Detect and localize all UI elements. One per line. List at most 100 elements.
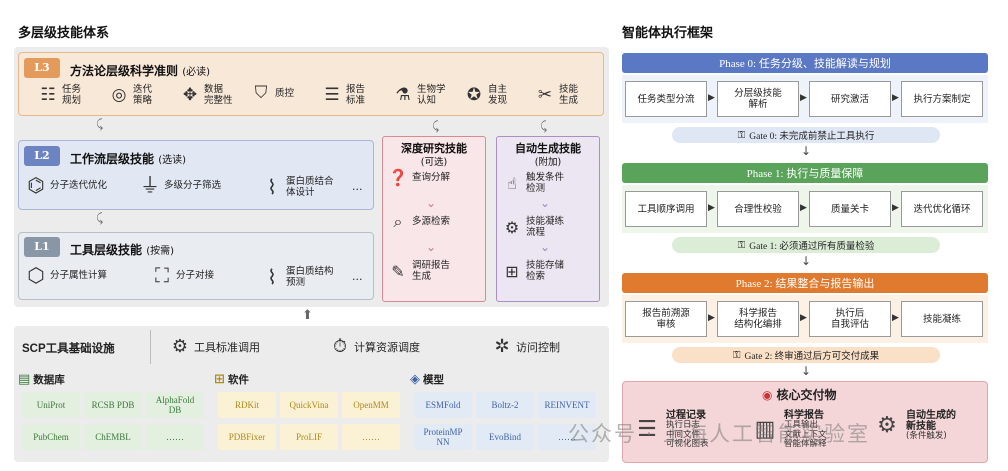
- deep_research-item-label: 调研报告生成: [412, 260, 451, 282]
- property-calc-icon: ⬡: [27, 263, 45, 287]
- phase-0-step: 分层级技能解析: [717, 81, 799, 117]
- iteration-strategy-icon: ◎: [111, 85, 127, 105]
- l2-item-label: 蛋白质结合体设计: [286, 176, 334, 198]
- l2-item: ⌬分子迭代优化: [26, 175, 108, 195]
- compute-schedule-icon: ⏱: [332, 336, 348, 357]
- l3-item-label: 任务规划: [62, 84, 82, 106]
- l3-item: ⚗生物学认知: [393, 84, 445, 106]
- new-skill-icon: ⚙: [877, 413, 897, 439]
- l3-to-deep-arrow: ⤹: [432, 119, 440, 133]
- biology-cognition-icon: ⚗: [395, 85, 411, 105]
- infra-cell: ESMFold: [414, 392, 472, 418]
- auto-gen-title: 自动生成技能: [515, 142, 581, 155]
- phase-2-step: 执行后自我评估: [809, 301, 891, 337]
- l3-item-label: 报告标准: [346, 84, 366, 106]
- arrow-right-icon: ▶: [892, 313, 899, 323]
- l3-panel: [18, 52, 604, 116]
- deliverable-title: 自动生成的新技能: [906, 410, 956, 432]
- arrow-right-icon: ▶: [800, 93, 807, 103]
- infra-feature: ⚙ 工具标准调用: [170, 338, 260, 356]
- infra-group-header: ⊞软件: [214, 372, 249, 387]
- deliverable-item: ▥科学报告工具输出文献上下文智能体解释: [752, 410, 827, 450]
- deliverable-core-icon: ◉: [762, 387, 773, 402]
- l3-item-label: 数据完整性: [204, 84, 233, 106]
- phase-2-step: 技能凝练: [901, 301, 983, 337]
- data-completeness-icon: ✥: [182, 85, 198, 105]
- infra-cell: REINVENT: [538, 392, 596, 418]
- l3-item: ◎迭代策略: [109, 84, 152, 106]
- science-report-icon: ▥: [754, 417, 776, 443]
- skill-generation-icon: ✂: [537, 85, 553, 105]
- structure-prediction-icon: ⌇: [267, 265, 277, 289]
- deliverable-detail: (条件触发): [906, 431, 947, 441]
- infra-feature-label: 工具标准调用: [194, 340, 260, 354]
- l3-item: ☷ 任务规划: [38, 84, 81, 106]
- infra-cell: ……: [538, 424, 596, 450]
- l1-panel: [18, 232, 374, 300]
- deep-research-subtitle: (可选): [420, 157, 448, 168]
- model-icon: ◈: [410, 372, 420, 387]
- auto-gen-subtitle: (附加): [534, 157, 562, 168]
- chevron-down-icon: ⌄: [426, 196, 437, 210]
- l3-item: ⛉质控: [251, 84, 294, 102]
- infra-group-header: ◈模型: [410, 372, 444, 387]
- deliverable-title: 过程记录: [666, 410, 706, 421]
- l1-more: ...: [352, 270, 363, 283]
- deliverables-header: ◉核心交付物: [762, 386, 837, 403]
- deep_research-item: ⌕多源检索: [388, 214, 451, 230]
- auto_gen-item: ⚙技能凝练流程: [502, 216, 564, 238]
- phase-1-step: 工具顺序调用: [625, 191, 707, 227]
- arrow-down-icon: ↓: [801, 254, 812, 268]
- arrow-right-icon: ▶: [708, 313, 715, 323]
- l2-item: ⌇ 蛋白质结合体设计: [262, 175, 334, 199]
- arrow-down-icon: ↓: [801, 364, 812, 378]
- report-generate-icon: ✎: [391, 261, 405, 281]
- infra-cell: PubChem: [22, 424, 80, 450]
- l1-item: ⌇ 蛋白质结构预测: [262, 265, 334, 289]
- infra-cell: PDBFixer: [218, 424, 276, 450]
- l3-to-l2-arrow: ⤹: [96, 117, 104, 131]
- auto-gen-panel: 自动生成技能 (附加): [496, 136, 600, 302]
- autonomous-discovery-icon: ✪: [466, 85, 482, 105]
- arrow-right-icon: ▶: [800, 313, 807, 323]
- phase-1-gate-label: Gate 1: 必须通过所有质量检验: [749, 242, 875, 252]
- l1-item-label: 蛋白质结构预测: [286, 266, 334, 288]
- l2-item-label: 分子迭代优化: [50, 179, 108, 191]
- phase-2-gate-label: Gate 2: 终审通过后方可交付成果: [744, 352, 880, 362]
- l2-item-label: 多级分子筛选: [164, 179, 222, 191]
- lock-icon: ⚿: [737, 239, 746, 251]
- deep_research-item: ✎ 调研报告生成: [388, 260, 450, 282]
- deliverable-detail: 执行日志中间文件可视化图表: [666, 420, 709, 449]
- auto_gen-item: ⊞技能存储检索: [502, 260, 564, 282]
- infra-group-title: 软件: [227, 374, 249, 386]
- arrow-right-icon: ▶: [892, 93, 899, 103]
- phase-0-step: 任务类型分流: [625, 81, 707, 117]
- phase-0-gate: ⚿Gate 0: 未完成前禁止工具执行: [672, 127, 940, 143]
- l3-item: ✪自主发现: [464, 84, 507, 106]
- task-planning-icon: ☷: [40, 85, 56, 105]
- infra-cell: OpenMM: [342, 392, 400, 418]
- quality-control-icon: ⛉: [254, 83, 268, 103]
- infra-cell: RCSB PDB: [84, 392, 142, 418]
- l2-panel: [18, 140, 374, 210]
- deep_research-item-label: 多源检索: [412, 216, 451, 227]
- l2-more: ...: [352, 180, 363, 193]
- infra-title: SCP工具基础设施: [22, 343, 115, 355]
- phase-2-step: 报告前溯源审核: [625, 301, 707, 337]
- deep-research-title: 深度研究技能: [401, 142, 467, 155]
- lock-icon: ⚿: [732, 349, 741, 361]
- l3-to-auto-arrow: ⤹: [540, 119, 548, 133]
- phase-1-step: 质量关卡: [809, 191, 891, 227]
- infra-cell: ChEMBL: [84, 424, 142, 450]
- phase-0-step: 执行方案制定: [901, 81, 983, 117]
- right-section-title: 智能体执行框架: [622, 26, 714, 41]
- protein-design-icon: ⌇: [267, 175, 277, 199]
- infra-cell: EvoBind: [476, 424, 534, 450]
- api-icon: ⚙: [171, 336, 189, 357]
- l3-item-label: 技能生成: [559, 84, 579, 106]
- left-section-title: 多层级技能体系: [18, 26, 110, 41]
- query-decompose-icon: ❓: [388, 168, 408, 187]
- auto_gen-item-label: 触发条件检测: [526, 172, 565, 194]
